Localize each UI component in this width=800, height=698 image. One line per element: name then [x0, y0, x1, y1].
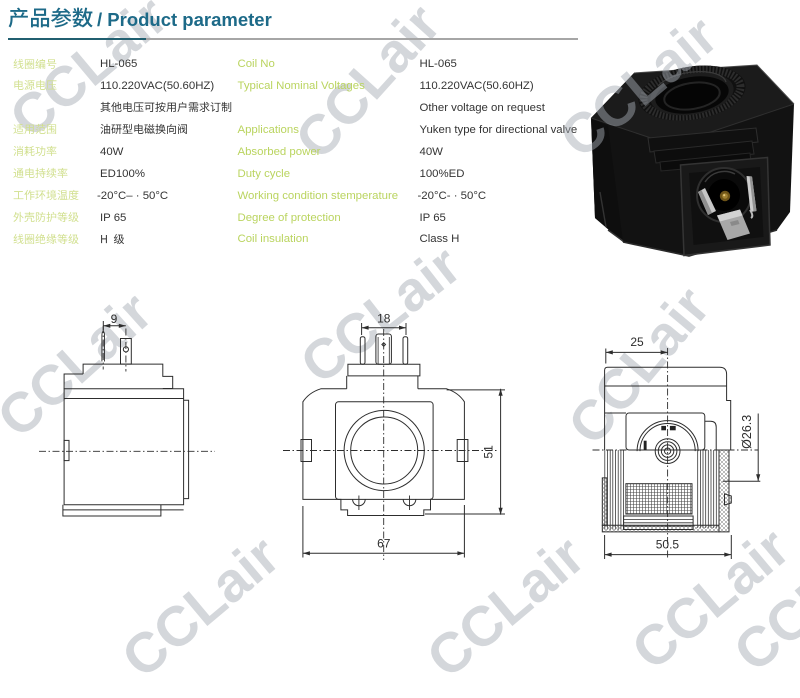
svg-text:67: 67	[377, 536, 391, 550]
svg-text:50.5: 50.5	[656, 537, 680, 551]
svg-text:51: 51	[482, 445, 496, 459]
svg-text:Ø26.3: Ø26.3	[740, 415, 754, 449]
svg-text:9: 9	[111, 312, 118, 326]
svg-text:18: 18	[377, 312, 391, 326]
svg-text:25: 25	[630, 335, 644, 349]
